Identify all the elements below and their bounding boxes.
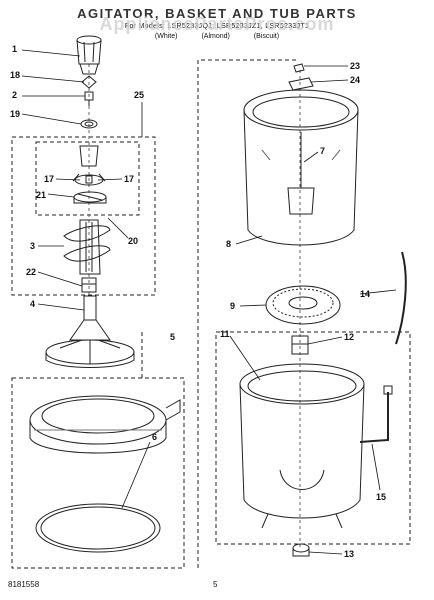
callout-24: 24	[350, 75, 360, 85]
spanner-nut	[291, 335, 309, 355]
connector-line	[197, 59, 296, 568]
leader-lines	[21, 49, 397, 555]
callout-23: 23	[350, 61, 360, 71]
color-almond: (Almond)	[201, 33, 230, 40]
drive-bell	[81, 277, 97, 293]
clip	[293, 63, 305, 73]
callout-25: 25	[134, 90, 144, 100]
callout-labels: 1 18 2 19 25 17 17 21 20 3 22 4 5 6 23 2…	[10, 44, 386, 559]
model-numbers: For Models: LSR5233JQ1, LSR5233JZ1, LSR5…	[124, 23, 310, 30]
group-box-25	[11, 136, 156, 296]
callout-20: 20	[128, 236, 138, 246]
callout-3: 3	[30, 241, 35, 251]
callout-17-left: 17	[44, 174, 54, 184]
outer-tub	[239, 363, 365, 529]
balance-ring-fastener	[288, 77, 314, 91]
auger	[63, 219, 111, 275]
agitator-base	[45, 295, 135, 368]
tub-ring	[29, 395, 181, 454]
color-white: (White)	[154, 33, 178, 40]
document-code: 8181558	[8, 580, 40, 589]
callout-11: 11	[220, 329, 230, 339]
diagram-title: AGITATOR, BASKET AND TUB PARTS	[77, 6, 357, 21]
callout-14: 14	[360, 289, 370, 299]
hose	[395, 251, 407, 345]
color-biscuit: (Biscuit)	[253, 33, 280, 40]
model-colors: (White) (Almond) (Biscuit)	[0, 33, 434, 40]
callout-15: 15	[376, 492, 386, 502]
callout-13: 13	[344, 549, 354, 559]
callout-21: 21	[36, 190, 46, 200]
agitator-cap	[76, 35, 102, 75]
callout-22: 22	[26, 267, 36, 277]
callout-5: 5	[170, 332, 175, 342]
group-box-20	[35, 141, 140, 216]
callout-6: 6	[152, 432, 157, 442]
basket-drive-hub	[265, 285, 341, 325]
callout-4: 4	[30, 299, 35, 309]
wash-basket	[243, 89, 359, 246]
callout-8: 8	[226, 239, 231, 249]
snap-ring	[35, 503, 161, 553]
pressure-tube	[359, 385, 393, 443]
callout-1: 1	[12, 44, 17, 54]
callout-9: 9	[230, 301, 235, 311]
callout-19: 19	[10, 109, 20, 119]
group-box-5	[11, 377, 185, 569]
tub-seal	[292, 543, 310, 557]
agitator-cam	[81, 75, 97, 89]
callout-18: 18	[10, 70, 20, 80]
callout-12: 12	[344, 332, 354, 342]
watermark: AppliancePartsPros.com	[99, 14, 335, 34]
agitator-dog-plate	[73, 191, 107, 204]
page-number: 5	[213, 580, 218, 589]
callout-7: 7	[320, 146, 325, 156]
callout-17-right: 17	[124, 174, 134, 184]
callout-2: 2	[12, 90, 17, 100]
